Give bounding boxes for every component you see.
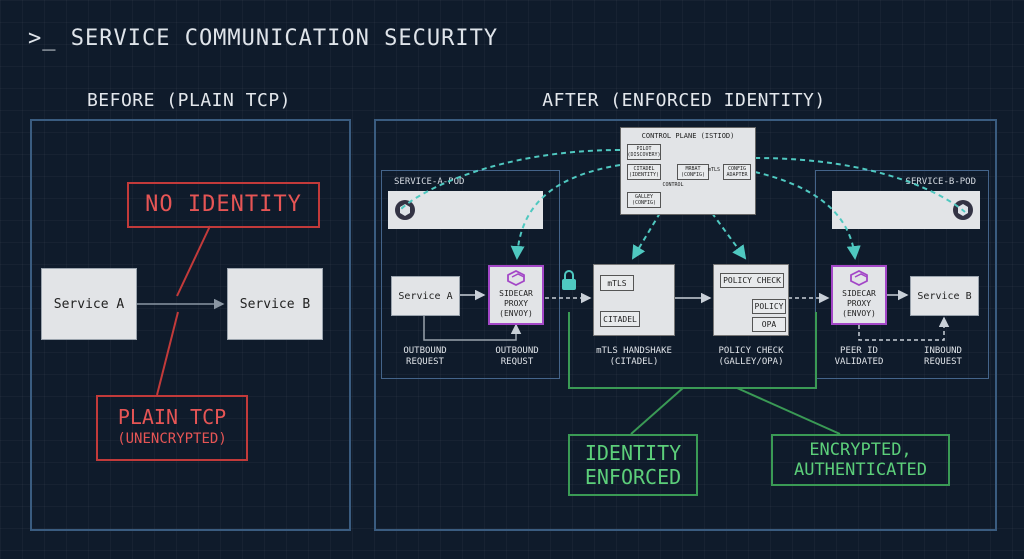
mtls-handshake-box: mTLS CITADEL — [593, 264, 675, 336]
cp-citadel: CITADEL (IDENTITY) — [627, 164, 661, 180]
after-service-b: Service B — [910, 276, 979, 316]
pod-a-banner — [388, 191, 543, 229]
proxy-a-line1: SIDECAR — [499, 289, 533, 298]
unencrypted-text: (UNENCRYPTED) — [117, 431, 227, 447]
caption-peer-id: PEER ID VALIDATED — [824, 346, 894, 368]
caption-line: REQUST — [500, 357, 534, 367]
cp-control: CONTROL — [662, 182, 684, 188]
caption-line: OUTBOUND — [403, 346, 447, 356]
caption-outbound-request: OUTBOUND REQUEST — [392, 346, 458, 368]
policy-box-check: POLICY CHECK — [720, 273, 784, 288]
pod-a-label: SERVICE-A-POD — [394, 177, 465, 187]
before-service-b: Service B — [227, 268, 323, 340]
caption-line: REQUEST — [924, 357, 962, 367]
envoy-proxy-icon — [850, 269, 868, 287]
service-a-pod: SERVICE-A-POD — [381, 170, 560, 379]
pod-b-label: SERVICE-B-POD — [905, 177, 976, 187]
before-panel — [30, 119, 351, 531]
cp-pilot: PILOT (DISCOVERY) — [627, 144, 661, 160]
caption-line: VALIDATED — [834, 357, 884, 367]
after-heading: AFTER (ENFORCED IDENTITY) — [542, 90, 826, 111]
proxy-b-line3: (ENVOY) — [842, 309, 876, 318]
page-title: >_ SERVICE COMMUNICATION SECURITY — [28, 26, 499, 51]
lock-icon — [562, 270, 576, 290]
pod-b-banner — [832, 191, 980, 229]
caption-line: INBOUND — [924, 346, 962, 356]
caption-line: REQUEST — [406, 357, 444, 367]
control-plane-title: CONTROL PLANE (ISTIOD) — [641, 132, 735, 140]
caption-outbound-requst: OUTBOUND REQUST — [484, 346, 550, 368]
proxy-a-line2: PROXY — [503, 299, 529, 308]
cp-mtls: mTLS — [707, 167, 721, 173]
identity-enforced-label: IDENTITY ENFORCED — [568, 434, 698, 496]
sidecar-proxy-a: SIDECAR PROXY (ENVOY) — [488, 265, 544, 325]
proxy-b-line1: SIDECAR — [842, 289, 876, 298]
cp-config-adapter: CONFIG ADAPTER — [723, 164, 751, 180]
no-identity-label: NO IDENTITY — [127, 182, 320, 228]
policy-box-opa: OPA — [752, 317, 786, 332]
encrypted-authenticated-label: ENCRYPTED, AUTHENTICATED — [771, 434, 950, 486]
envoy-proxy-icon — [507, 269, 525, 287]
before-heading: BEFORE (PLAIN TCP) — [86, 90, 292, 111]
caption-inbound-request: INBOUND REQUEST — [908, 346, 978, 368]
caption-line: mTLS HANDSHAKE — [596, 346, 672, 356]
policy-box-policy: POLICY — [752, 299, 786, 314]
mtls-box-mtls: mTLS — [600, 275, 634, 291]
kubernetes-pod-icon — [395, 200, 415, 220]
proxy-a-line3: (ENVOY) — [499, 309, 533, 318]
identity-enforced-line1: IDENTITY — [584, 441, 682, 465]
cp-galley: GALLEY (CONFIG) — [627, 192, 661, 208]
caption-line: (GALLEY/OPA) — [718, 357, 784, 367]
caption-line: POLICY CHECK — [718, 346, 784, 356]
identity-enforced-line2: ENFORCED — [584, 465, 682, 489]
caption-policy-check: POLICY CHECK (GALLEY/OPA) — [704, 346, 798, 368]
sidecar-proxy-b: SIDECAR PROXY (ENVOY) — [831, 265, 887, 325]
caption-line: OUTBOUND — [495, 346, 539, 356]
after-service-a: Service A — [391, 276, 460, 316]
plain-tcp-label: PLAIN TCP (UNENCRYPTED) — [96, 395, 248, 461]
caption-line: (CITADEL) — [609, 357, 659, 367]
encrypted-line1: ENCRYPTED, — [809, 440, 912, 460]
before-service-a: Service A — [41, 268, 137, 340]
caption-line: PEER ID — [840, 346, 878, 356]
policy-check-box: POLICY CHECK POLICY OPA — [713, 264, 789, 336]
plain-tcp-text: PLAIN TCP — [117, 405, 227, 429]
proxy-b-line2: PROXY — [846, 299, 872, 308]
cp-mrbat: MRBAT (CONFIG) — [677, 164, 709, 180]
caption-mtls-handshake: mTLS HANDSHAKE (CITADEL) — [584, 346, 684, 368]
mtls-box-citadel: CITADEL — [600, 311, 640, 327]
encrypted-line2: AUTHENTICATED — [793, 460, 928, 480]
service-b-pod: SERVICE-B-POD — [815, 170, 989, 379]
after-panel — [374, 119, 997, 531]
control-plane: CONTROL PLANE (ISTIOD) PILOT (DISCOVERY)… — [620, 127, 756, 215]
